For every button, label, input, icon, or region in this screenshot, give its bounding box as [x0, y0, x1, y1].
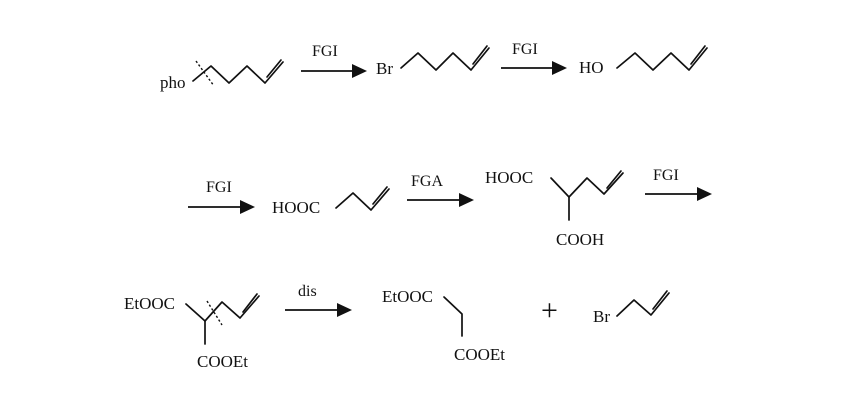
diethyl-allylmalonate-molecule: EtOOC COOEt: [124, 293, 260, 371]
start-disconnection-mark: [195, 60, 215, 87]
allylmalonic-acid-molecule: HOOC COOH: [485, 168, 624, 249]
start-molecule: pho: [160, 59, 284, 92]
diethyl-malonate-molecule: EtOOC COOEt: [382, 287, 505, 364]
row3-arrow: dis: [285, 283, 352, 317]
alcohol-label: HO: [579, 58, 604, 77]
row2-arrow-3: FGI: [645, 167, 712, 201]
allyl-bromide-molecule: Br: [593, 290, 670, 326]
row2-arrow-2-label: FGA: [411, 173, 443, 190]
diacid-double-bond-inner: [606, 170, 622, 189]
bromide-chain-bonds: [400, 47, 490, 71]
ester-double-bond-inner: [242, 293, 258, 313]
ester-disconnection-mark: [206, 300, 223, 326]
alcohol-chain-bonds: [616, 47, 708, 71]
alcohol-double-bond-inner: [690, 45, 706, 65]
malonate-bottom-label: COOEt: [454, 345, 505, 364]
malonate-bonds: [443, 296, 463, 337]
row1-arrow-1-head: [352, 64, 367, 78]
bromide-label: Br: [376, 59, 393, 78]
allyl-bromide-double-bond-inner: [652, 290, 668, 310]
ester-skeleton-bonds: [185, 295, 260, 322]
row1-arrow-1-label: FGI: [312, 43, 338, 60]
butenoic-acid-molecule: HOOC: [272, 186, 390, 217]
row1-arrow-2: FGI: [501, 41, 567, 75]
start-double-bond-inner: [266, 59, 282, 78]
row3-arrow-head: [337, 303, 352, 317]
plus-sign: +: [541, 294, 558, 327]
diacid-bottom-label: COOH: [556, 230, 604, 249]
row-1: pho FGI Br FGI HO: [160, 41, 708, 92]
malonate-top-label: EtOOC: [382, 287, 433, 306]
ester-left-label: EtOOC: [124, 294, 175, 313]
start-chain-bonds: [192, 61, 284, 84]
row2-arrow-1-label: FGI: [206, 179, 232, 196]
row3-arrow-label: dis: [298, 283, 317, 300]
row-3: EtOOC COOEt dis EtOOC COOEt + Br: [124, 283, 670, 371]
acid-double-bond-inner: [372, 186, 388, 205]
row-2: FGI HOOC FGA HOOC COOH FGI: [188, 167, 712, 249]
row2-arrow-1-head: [240, 200, 255, 214]
row1-arrow-2-head: [552, 61, 567, 75]
bromide-molecule: Br: [376, 45, 490, 78]
acid-chain-bonds: [335, 188, 390, 211]
row2-arrow-3-head: [697, 187, 712, 201]
allyl-bromide-bonds: [616, 292, 670, 317]
row2-arrow-3-label: FGI: [653, 167, 679, 184]
alcohol-molecule: HO: [579, 45, 708, 77]
diacid-top-label: HOOC: [485, 168, 533, 187]
ester-bottom-label: COOEt: [197, 352, 248, 371]
acid-label: HOOC: [272, 198, 320, 217]
start-label: pho: [160, 73, 186, 92]
allyl-bromide-label: Br: [593, 307, 610, 326]
diacid-skeleton-bonds: [550, 172, 624, 198]
row2-arrow-1: FGI: [188, 179, 255, 214]
row1-arrow-2-label: FGI: [512, 41, 538, 58]
row1-arrow-1: FGI: [301, 43, 367, 78]
bromide-double-bond-inner: [472, 45, 488, 65]
row2-arrow-2-head: [459, 193, 474, 207]
row2-arrow-2: FGA: [407, 173, 474, 207]
